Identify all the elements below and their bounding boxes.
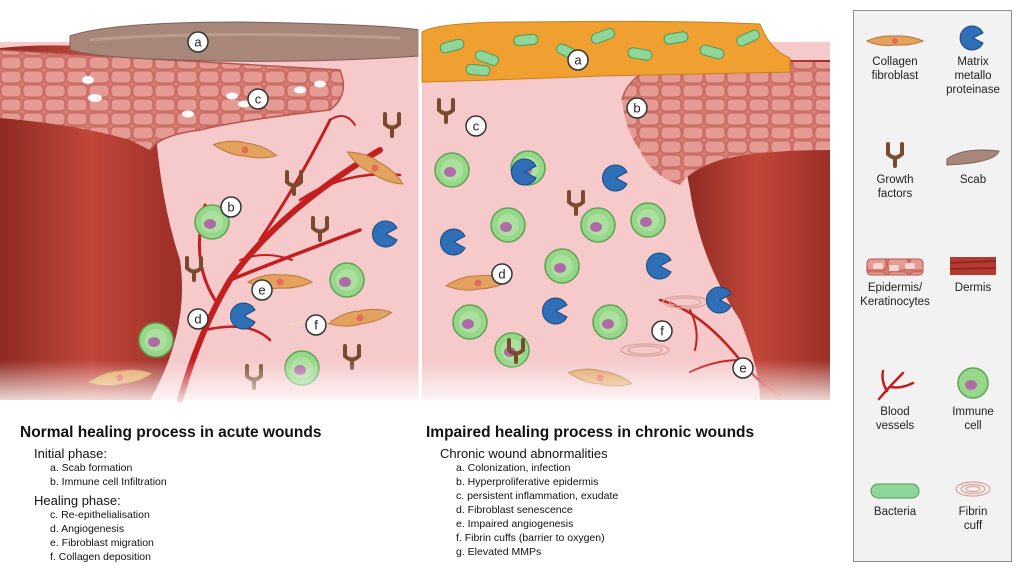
legend-label: Growth factors: [876, 174, 914, 200]
legend-label: Bacteria: [873, 506, 917, 518]
legend-label: Immune cell: [952, 406, 994, 432]
legend-label: Matrix metallo proteinase: [946, 56, 1000, 96]
legend-label: Epidermis/ Keratinocytes: [860, 282, 930, 308]
svg-text:a: a: [194, 35, 202, 50]
chronic-title: Impaired healing process in chronic woun…: [426, 424, 755, 441]
legend-item-collagen-fibroblast: Collagen fibroblast: [856, 31, 934, 83]
legend-label: Scab: [959, 174, 987, 186]
legend-item-bacteria: Bacteria: [856, 481, 934, 519]
initial-phase-list: a. Scab formation b. Immune cell Infiltr…: [50, 461, 321, 489]
epidermis-icon: [866, 258, 924, 276]
marker-chronic-a: a: [567, 49, 589, 71]
scab-icon: [946, 149, 1000, 166]
marker-chronic-f: f: [651, 320, 673, 342]
chronic-caption: Impaired healing process in chronic woun…: [426, 424, 754, 559]
list-item: d. Fibroblast senescence: [456, 504, 573, 516]
legend-item-immune-cell: Immune cell: [934, 365, 1012, 433]
legend-item-epidermis: Epidermis/ Keratinocytes: [856, 257, 934, 309]
svg-text:c: c: [255, 92, 262, 107]
wound-healing-illustration: a c b e d f a b c d f e: [0, 20, 850, 410]
healing-phase-list: c. Re-epithelialisation d. Angiogenesis …: [50, 508, 321, 564]
list-item: e. Impaired angiogenesis: [456, 518, 574, 530]
marker-acute-d: d: [187, 308, 209, 330]
legend-label: Fibrin cuff: [958, 506, 988, 532]
list-item: a. Colonization, infection: [456, 462, 571, 474]
list-item: d. Angiogenesis: [50, 523, 125, 535]
marker-acute-b: b: [220, 196, 242, 218]
healing-phase-heading: Healing phase:: [34, 493, 121, 508]
marker-chronic-c: c: [465, 115, 487, 137]
svg-text:e: e: [739, 361, 746, 376]
svg-text:a: a: [574, 53, 582, 68]
svg-text:b: b: [633, 101, 640, 116]
dermis-icon: [949, 257, 997, 275]
svg-text:f: f: [314, 318, 318, 333]
acute-caption: Normal healing process in acute wounds I…: [20, 424, 321, 564]
legend-label: Collagen fibroblast: [871, 56, 919, 82]
legend-item-scab: Scab: [934, 143, 1012, 187]
acute-title: Normal healing process in acute wounds: [20, 424, 322, 441]
legend-label: Dermis: [954, 282, 992, 294]
svg-text:d: d: [194, 312, 201, 327]
svg-text:e: e: [258, 283, 265, 298]
list-item: e. Fibroblast migration: [50, 537, 154, 549]
blood-vessel-icon: [877, 369, 915, 401]
list-item: b. Hyperproliferative epidermis: [456, 476, 599, 488]
marker-acute-a: a: [187, 31, 209, 53]
list-item: b. Immune cell Infiltration: [50, 476, 167, 488]
legend-label: Blood vessels: [875, 406, 915, 432]
immune-cell-icon: [957, 367, 989, 399]
bacteria-icon: [870, 483, 920, 499]
legend-item-blood-vessels: Blood vessels: [856, 367, 934, 433]
legend-item-dermis: Dermis: [934, 255, 1012, 295]
legend-item-mmp: Matrix metallo proteinase: [934, 25, 1012, 97]
legend-item-fibrin-cuff: Fibrin cuff: [934, 477, 1012, 533]
initial-phase-heading: Initial phase:: [34, 446, 107, 461]
svg-text:c: c: [473, 119, 480, 134]
marker-acute-e: e: [251, 279, 273, 301]
chronic-subheading: Chronic wound abnormalities: [440, 446, 608, 461]
svg-text:b: b: [227, 200, 234, 215]
list-item: f. Fibrin cuffs (barrier to oxygen): [456, 532, 605, 544]
legend-item-growth-factors: Growth factors: [856, 141, 934, 201]
list-item: g. Elevated MMPs: [456, 546, 542, 558]
collagen-fibroblast-icon: [865, 35, 925, 46]
marker-chronic-b: b: [626, 97, 648, 119]
svg-text:f: f: [660, 324, 664, 339]
list-item: f. Collagen deposition: [50, 551, 151, 563]
list-item: c. Re-epithelialisation: [50, 509, 150, 521]
list-item: a. Scab formation: [50, 462, 133, 474]
chronic-wound-panel: [421, 20, 830, 400]
marker-acute-f: f: [305, 314, 327, 336]
marker-acute-c: c: [247, 88, 269, 110]
svg-text:d: d: [498, 267, 505, 282]
marker-chronic-d: d: [491, 263, 513, 285]
marker-chronic-e: e: [732, 357, 754, 379]
fibrin-cuff-icon: [955, 481, 991, 497]
legend-panel: Collagen fibroblast Matrix metallo prote…: [853, 10, 1012, 562]
list-item: c. persistent inflammation, exudate: [456, 490, 619, 502]
acute-wound-panel: [0, 21, 421, 403]
mmp-icon: [959, 25, 984, 51]
growth-factor-icon: [886, 142, 904, 168]
chronic-abnormalities-list: a. Colonization, infection b. Hyperproli…: [456, 461, 754, 559]
